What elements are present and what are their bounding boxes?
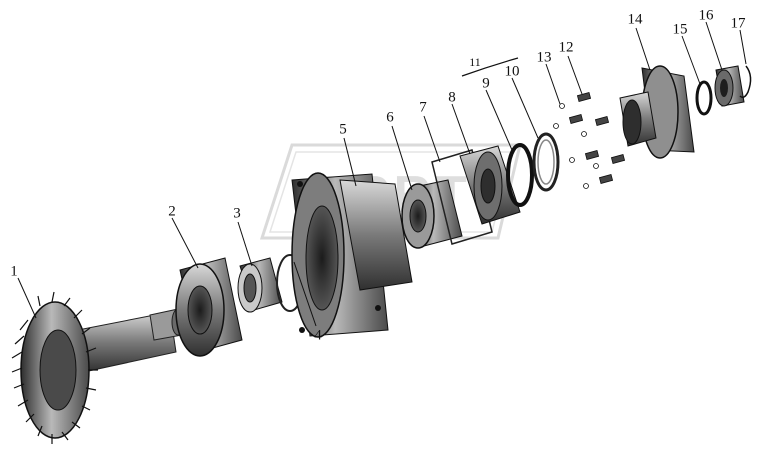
- part-bearing-large: [175, 257, 243, 357]
- callout-11: 11: [469, 55, 481, 69]
- callout-6: 6: [386, 109, 394, 126]
- callout-16: 16: [698, 7, 714, 24]
- callout-13: 13: [536, 49, 552, 66]
- callout-5: 5: [339, 121, 347, 138]
- part-castle-nut: [714, 65, 745, 107]
- part-cover: [459, 145, 521, 225]
- callout-15: 15: [672, 21, 688, 38]
- callout-7: 7: [419, 99, 427, 116]
- part-bolts-washers: [553, 92, 626, 189]
- part-gasket: [431, 149, 493, 245]
- callout-10: 10: [504, 63, 520, 80]
- callout-14: 14: [627, 11, 643, 28]
- part-cotter-pin: [739, 65, 752, 99]
- leader-lines: [17, 21, 747, 327]
- group-bracket-11: [461, 57, 519, 77]
- callout-17: 17: [730, 15, 746, 32]
- part-seal: [506, 143, 534, 207]
- part-bearing-housing: [291, 172, 413, 338]
- callout-8: 8: [448, 89, 456, 106]
- part-seal-ring: [532, 132, 560, 192]
- callout-4: 4: [314, 327, 322, 344]
- part-washer: [695, 80, 713, 116]
- callout-12: 12: [558, 39, 574, 56]
- callout-1: 1: [10, 263, 18, 280]
- part-pinion-gear: [11, 291, 185, 444]
- part-flange: [619, 65, 695, 159]
- callout-2: 2: [168, 203, 176, 220]
- callout-3: 3: [233, 205, 241, 222]
- callout-9: 9: [482, 75, 490, 92]
- part-spacer-sleeve: [237, 257, 283, 313]
